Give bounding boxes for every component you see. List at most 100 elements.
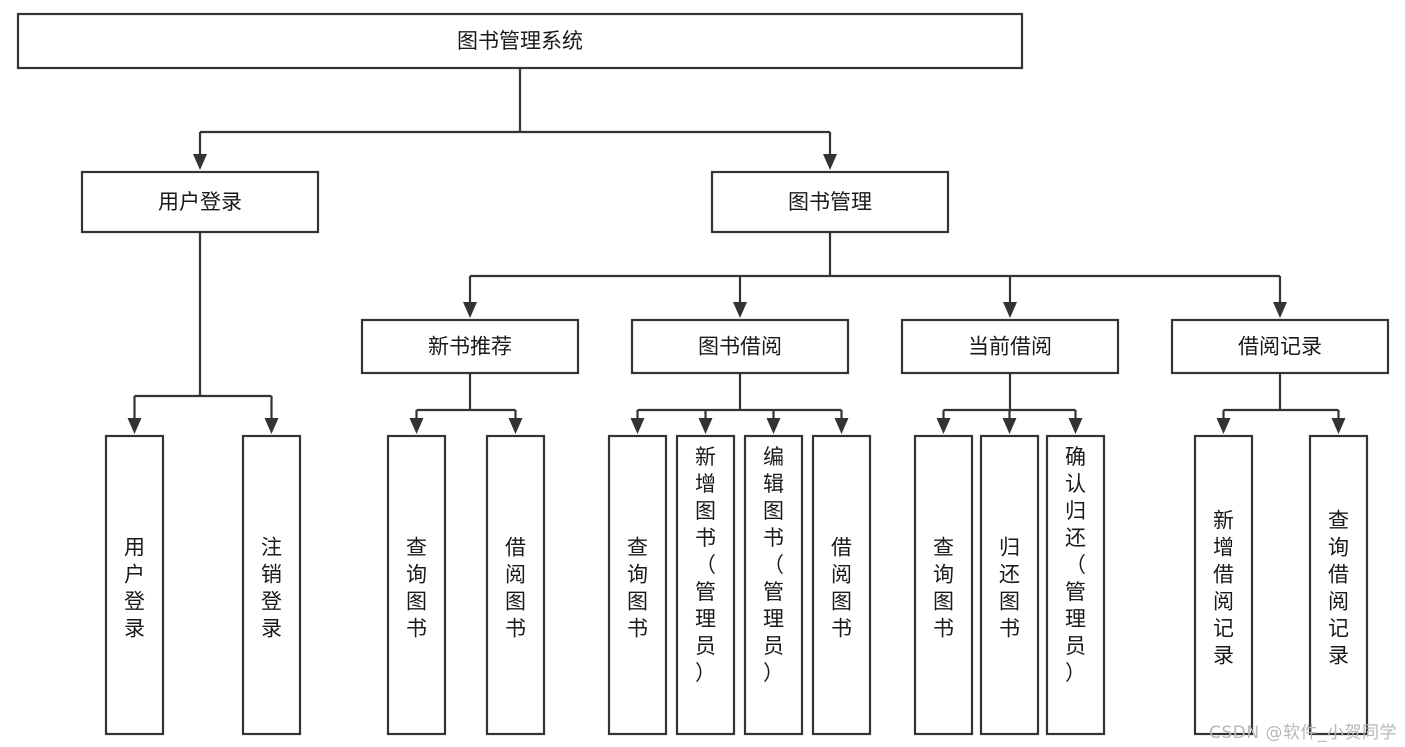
arrow-head-icon [127,418,142,434]
arrow-head-icon [1002,418,1017,434]
node-label-char: 员 [1065,634,1086,658]
arrow-head-icon [698,418,713,434]
arrow-head-icon [1273,302,1287,318]
node-label-char: 录 [1328,644,1349,668]
node-label-char: 录 [261,617,282,641]
node-box-group: 图书管理系统用户登录图书管理新书推荐图书借阅当前借阅借阅记录用户登录注销登录查询… [16,12,1390,736]
node-label-char: 书 [406,617,427,641]
title-box-rect [16,12,1024,70]
node-label-char: 增 [1213,536,1234,560]
node-label: 图书借阅 [698,335,782,359]
node-label-char: （ [763,553,784,577]
arrow-head-icon [766,418,781,434]
node-label-char: 阅 [1328,590,1349,614]
arrow-head-icon [409,418,424,434]
node-label-char: 书 [763,526,784,550]
node-label: 图书管理系统 [457,29,583,53]
node-label-char: 图 [763,499,784,523]
node-label-char: 书 [505,617,526,641]
arrow-head-icon [733,302,747,318]
node-book-borrow[interactable]: 图书借阅 [630,318,850,375]
node-new-book-rec[interactable]: 新书推荐 [360,318,580,375]
node-label-char: 记 [1213,617,1234,641]
node-label-char: 书 [831,617,852,641]
arrow-head-icon [1331,418,1346,434]
node-label-char: 理 [695,607,716,631]
node-borrow-record[interactable]: 借阅记录 [1170,318,1390,375]
node-label-char: （ [695,553,716,577]
node-label-char: 借 [1213,563,1234,587]
leaf-box-rect [1193,434,1254,736]
leaf-box-rect [979,434,1040,736]
node-label-char: 图 [999,590,1020,614]
node-label-char: 理 [763,607,784,631]
arrow-head-icon [823,154,837,170]
arrow-head-icon [630,418,645,434]
node-label-char: 增 [695,472,716,496]
level2-box-rect [630,318,850,375]
node-book-manage[interactable]: 图书管理 [710,170,950,234]
leaf-box-rect [1045,434,1106,736]
node-label-char: 登 [124,590,145,614]
connector-group [127,68,1346,434]
arrow-head-icon [834,418,849,434]
node-label-char: 记 [1328,617,1349,641]
node-label-char: 借 [831,536,852,560]
node-label-char: 阅 [505,563,526,587]
node-label-char: 查 [933,536,954,560]
node-leaf-user-login[interactable]: 用户登录 [104,434,165,736]
arrow-head-icon [193,154,207,170]
leaf-box-rect [104,434,165,736]
leaf-box-rect [386,434,447,736]
node-label: 新书推荐 [428,335,512,359]
node-label-char: ） [763,661,784,685]
node-root[interactable]: 图书管理系统 [16,12,1024,70]
node-label-char: 员 [695,634,716,658]
node-label-char: 图 [627,590,648,614]
node-label-char: 户 [124,563,145,587]
node-label: 当前借阅 [968,335,1052,359]
node-current-borrow[interactable]: 当前借阅 [900,318,1120,375]
node-label-char: 阅 [1213,590,1234,614]
node-label-char: （ [1065,553,1086,577]
node-label-char: 理 [1065,607,1086,631]
node-label-char: 查 [1328,509,1349,533]
node-label-char: 销 [261,563,282,587]
leaf-box-rect [913,434,974,736]
node-label-char: ） [1065,661,1086,685]
leaf-box-rect [811,434,872,736]
node-label-char: 管 [763,580,784,604]
node-label-char: 书 [933,617,954,641]
node-label-char: 书 [627,617,648,641]
node-label-char: 图 [505,590,526,614]
leaf-box-rect [241,434,302,736]
node-user-login[interactable]: 用户登录 [80,170,320,234]
node-label-char: 归 [1065,499,1086,523]
level2-box-rect [360,318,580,375]
leaf-box-rect [607,434,668,736]
node-label-char: 辑 [763,472,784,496]
node-label-char: 管 [695,580,716,604]
arrow-head-icon [508,418,523,434]
arrow-head-icon [264,418,279,434]
node-label-char: 图 [831,590,852,614]
leaf-box-rect [675,434,736,736]
node-label-char: 图 [933,590,954,614]
node-label-char: 还 [999,563,1020,587]
node-label-char: 编 [763,445,784,469]
arrow-head-icon [1216,418,1231,434]
node-label-char: 询 [406,563,427,587]
